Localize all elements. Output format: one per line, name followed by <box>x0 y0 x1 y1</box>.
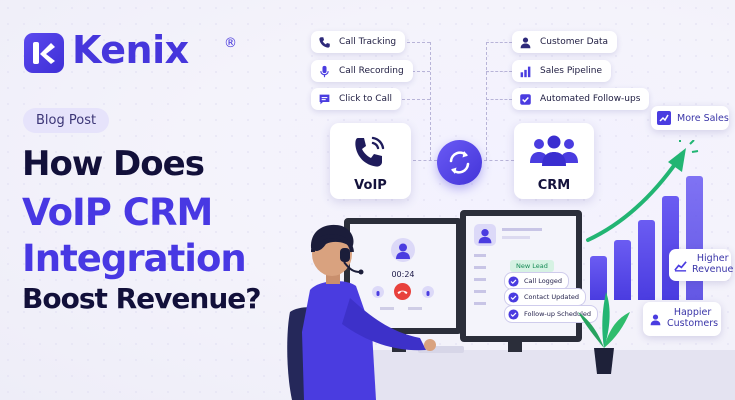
connector-line <box>486 71 512 72</box>
team-icon <box>530 135 578 166</box>
text-placeholder <box>502 228 542 231</box>
phone-icon <box>319 36 330 48</box>
crm-card-label: CRM <box>537 178 571 193</box>
text-placeholder <box>474 254 486 257</box>
chip-label: Customer Data <box>540 37 609 47</box>
mute-button[interactable] <box>372 286 384 298</box>
connector-line <box>486 42 512 43</box>
caller-avatar <box>391 238 415 262</box>
headline-line-4: Boost Revenue? <box>22 282 262 315</box>
microphone-icon <box>320 65 329 77</box>
user-icon <box>650 313 661 325</box>
connector-line <box>486 99 512 100</box>
feature-call-tracking: Call Tracking <box>311 31 406 53</box>
connector-line <box>402 71 430 72</box>
contact-avatar <box>474 224 496 246</box>
brand-name: Kenix <box>72 28 189 72</box>
checkbox-icon <box>520 93 531 105</box>
plant-illustration <box>578 292 630 374</box>
check-circle-icon <box>508 291 519 303</box>
connector-line <box>430 42 431 160</box>
text-placeholder <box>502 236 530 239</box>
feature-click-to-call: Click to Call <box>311 88 402 110</box>
chip-label: Click to Call <box>339 94 393 104</box>
tag-label-line-2: Revenue <box>692 264 734 275</box>
more-sales-tag: More Sales <box>651 106 729 130</box>
call-timer: 00:24 <box>391 270 415 279</box>
chip-label: Sales Pipeline <box>540 66 603 76</box>
feature-automated-follow-ups: Automated Follow-ups <box>512 88 650 110</box>
speaker-button[interactable] <box>422 286 434 298</box>
bar-chart-icon <box>520 66 531 77</box>
status-contact-updated: Contact Updated <box>504 288 587 306</box>
microphone-icon <box>376 291 380 296</box>
text-placeholder <box>474 266 486 269</box>
higher-revenue-tag: Higher Revenue <box>669 249 734 281</box>
end-call-button[interactable] <box>394 283 411 300</box>
growth-arrow-icon <box>586 140 699 242</box>
user-icon <box>520 36 531 48</box>
status-label: Follow-up Scheduled <box>524 310 592 318</box>
phone-call-icon <box>355 136 385 167</box>
tag-label: More Sales <box>677 112 729 124</box>
chart-up-icon <box>657 111 671 125</box>
new-lead-badge: New Lead <box>510 260 554 272</box>
registered-mark: ® <box>224 36 237 51</box>
text-placeholder <box>474 302 486 305</box>
voip-card-label: VoIP <box>354 178 387 193</box>
connector-line <box>486 42 487 160</box>
happier-customers-tag: Happier Customers <box>643 302 721 336</box>
headline-line-1: How Does <box>22 144 205 184</box>
chip-label: Call Tracking <box>339 37 397 47</box>
headline-line-2: VoIP CRM <box>22 191 213 234</box>
feature-call-recording: Call Recording <box>311 60 413 82</box>
connector-line <box>402 42 430 43</box>
connector-line <box>413 160 437 161</box>
crm-card: CRM <box>514 123 594 199</box>
screen-bar <box>380 307 394 310</box>
support-agent-illustration <box>287 224 436 400</box>
chip-label: Automated Follow-ups <box>540 94 641 104</box>
connector-line <box>402 99 430 100</box>
text-placeholder <box>474 290 486 293</box>
screen-bar <box>408 307 422 310</box>
monitor-stand <box>508 338 522 352</box>
speaker-icon <box>426 291 430 296</box>
voip-card: VoIP <box>330 123 411 199</box>
tag-label-line-1: Higher <box>696 253 729 265</box>
chart-up-icon <box>674 260 687 272</box>
connector-line <box>484 160 514 161</box>
feature-customer-data: Customer Data <box>512 31 618 53</box>
hang-up-icon <box>397 290 408 294</box>
chat-icon <box>319 94 330 104</box>
blog-post-badge: Blog Post <box>23 108 110 133</box>
keyboard <box>418 346 464 353</box>
sync-icon <box>437 140 482 185</box>
tag-label-line-2: Customers <box>667 318 719 329</box>
chip-label: Call Recording <box>339 66 404 76</box>
growth-bar <box>590 256 607 300</box>
headline-line-3: Integration <box>22 237 247 280</box>
status-label: Contact Updated <box>524 293 580 301</box>
status-follow-up-scheduled: Follow-up Scheduled <box>504 305 599 323</box>
text-placeholder <box>474 278 486 281</box>
status-label: Call Logged <box>524 277 563 285</box>
feature-sales-pipeline: Sales Pipeline <box>512 60 612 82</box>
growth-bar <box>614 240 631 300</box>
check-circle-icon <box>508 275 519 287</box>
growth-bar <box>638 220 655 300</box>
k-logo-icon <box>24 33 64 73</box>
check-circle-icon <box>508 308 519 320</box>
tag-label-line-1: Happier <box>673 307 712 319</box>
